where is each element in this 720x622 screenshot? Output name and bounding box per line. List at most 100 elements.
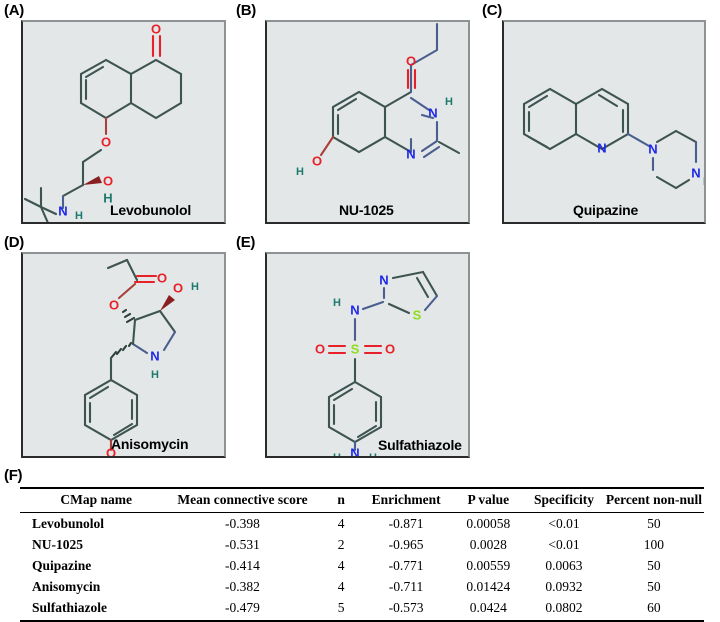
- cell-percent-non-null: 50: [647, 515, 661, 531]
- cell-p-value: 0.00058: [466, 515, 511, 531]
- table-row: NU-1025 -0.531 2 -0.965 0.0028 <0.01 100: [20, 534, 704, 555]
- atom-label-o-hydroxyl: O: [312, 153, 322, 168]
- cell-specificity: 0.0063: [545, 557, 583, 573]
- quipazine-structure: N N N H: [522, 87, 706, 190]
- atom-label-h-sulfonamide: H: [333, 297, 341, 309]
- cell-mean-connective-score: -0.398: [225, 515, 260, 531]
- atom-label-n-thiazole: N: [379, 272, 388, 287]
- cell-specificity: 0.0802: [524, 597, 604, 622]
- panel-label-c: (C): [482, 2, 502, 19]
- atom-label-h-hydroxyl: H: [296, 166, 304, 178]
- atom-label-s-thiazole: S: [413, 307, 422, 322]
- atom-label-h-hydroxyl: H: [103, 190, 112, 205]
- atom-label-n-quinoline: N: [597, 140, 606, 155]
- atom-label-h-pyrrolidine: H: [151, 369, 159, 381]
- panel-label-a: (A): [4, 2, 24, 19]
- cell-mean-connective-score: -0.414: [225, 557, 260, 573]
- structure-panel-quipazine: N N N H: [502, 20, 706, 224]
- cell-enrichment: -0.871: [388, 515, 424, 531]
- cell-n: 5: [322, 597, 360, 622]
- table-header-row: CMap name Mean connective score n Enrich…: [20, 487, 704, 513]
- cell-specificity: <0.01: [548, 515, 580, 531]
- cell-cmap-name: Levobunolol: [32, 515, 105, 531]
- atom-label-n-piperazine-1: N: [648, 141, 657, 156]
- column-header-mean-connective-score: Mean connective score: [162, 487, 323, 513]
- cell-mean-connective-score: -0.479: [162, 597, 323, 622]
- atom-label-n-piperazine-4: N: [691, 165, 700, 180]
- column-header-percent-non-null: Percent non-null: [603, 487, 704, 513]
- cell-percent-non-null: 50: [647, 578, 661, 594]
- cell-enrichment: -0.573: [359, 597, 453, 622]
- nu1025-structure: O N H N O H: [296, 22, 461, 178]
- cell-n: 4: [337, 515, 345, 531]
- atom-label-o-carbonyl: O: [406, 53, 416, 68]
- atom-label-o-sulfonyl-left: O: [315, 341, 325, 356]
- table-body: Levobunolol -0.398 4 -0.871 0.00058 <0.0…: [20, 513, 704, 622]
- cell-specificity: 0.0932: [545, 578, 583, 594]
- cell-n: 4: [337, 557, 345, 573]
- cell-mean-connective-score: -0.382: [225, 578, 260, 594]
- column-header-p-value: P value: [452, 487, 525, 513]
- compound-name-nu1025: NU-1025: [339, 202, 394, 218]
- structure-panel-sulfathiazole: N S N H S O O N H H: [265, 252, 470, 458]
- structure-panel-anisomycin: O O N H O H: [21, 252, 226, 458]
- atom-label-h-hydroxyl: H: [191, 281, 199, 293]
- atom-label-n-pyrrolidine: N: [150, 348, 159, 363]
- atom-label-o-sulfonyl-right: O: [385, 341, 395, 356]
- atom-label-n-amine: N: [350, 445, 359, 458]
- cell-n: 4: [337, 578, 345, 594]
- atom-label-h-amine-right: H: [369, 452, 377, 458]
- panel-label-b: (B): [236, 2, 256, 19]
- cell-p-value: 0.01424: [466, 578, 511, 594]
- atom-label-n-sulfonamide: N: [350, 302, 359, 317]
- atom-label-o-ester: O: [109, 297, 119, 312]
- cell-cmap-name: Anisomycin: [32, 578, 101, 594]
- anisomycin-structure: O O N H O H: [83, 258, 199, 458]
- structure-panel-nu1025: O N H N O H: [265, 20, 470, 224]
- cell-specificity: <0.01: [548, 536, 580, 552]
- atom-label-n3: N: [428, 105, 437, 120]
- column-header-n: n: [322, 487, 360, 513]
- cell-percent-non-null: 100: [643, 536, 665, 552]
- atom-label-o-hydroxyl: O: [173, 280, 183, 295]
- cell-p-value: 0.0424: [452, 597, 525, 622]
- results-table-container: CMap name Mean connective score n Enrich…: [20, 487, 704, 622]
- atom-label-o-methoxy: O: [106, 445, 116, 458]
- cell-cmap-name: NU-1025: [32, 536, 83, 552]
- atom-label-h-amine-left: H: [333, 452, 341, 458]
- atom-label-h-amine: H: [75, 210, 83, 222]
- atom-label-o-hydroxyl: O: [103, 173, 113, 188]
- atom-label-s-sulfonyl: S: [351, 341, 360, 356]
- cell-percent-non-null: 60: [603, 597, 704, 622]
- cell-enrichment: -0.771: [388, 557, 424, 573]
- atom-label-h-piperazine: H: [703, 176, 706, 188]
- atom-label-o-acetate-carbonyl: O: [157, 270, 167, 285]
- column-header-enrichment: Enrichment: [359, 487, 453, 513]
- cell-p-value: 0.0028: [469, 536, 507, 552]
- table-row: Anisomycin -0.382 4 -0.711 0.01424 0.093…: [20, 576, 704, 597]
- structure-panel-levobunolol: O O O H N H: [21, 20, 226, 224]
- cell-mean-connective-score: -0.531: [225, 536, 260, 552]
- cell-p-value: 0.00559: [466, 557, 511, 573]
- compound-name-sulfathiazole: Sulfathiazole: [378, 437, 462, 453]
- levobunolol-structure: O O O H N H: [23, 22, 183, 222]
- atom-label-o-ketone: O: [151, 22, 161, 36]
- table-row: Quipazine -0.414 4 -0.771 0.00559 0.0063…: [20, 555, 704, 576]
- atom-label-n1: N: [406, 146, 415, 161]
- cmap-results-table: CMap name Mean connective score n Enrich…: [20, 487, 704, 622]
- compound-name-levobunolol: Levobunolol: [110, 202, 192, 218]
- column-header-cmap-name: CMap name: [20, 487, 163, 513]
- cell-enrichment: -0.711: [388, 578, 424, 594]
- table-row: Sulfathiazole -0.479 5 -0.573 0.0424 0.0…: [20, 597, 704, 622]
- cell-percent-non-null: 50: [647, 557, 661, 573]
- cell-n: 2: [337, 536, 345, 552]
- panel-label-e: (E): [236, 234, 256, 251]
- cell-cmap-name: Sulfathiazole: [20, 597, 163, 622]
- table-row: Levobunolol -0.398 4 -0.871 0.00058 <0.0…: [20, 513, 704, 535]
- compound-name-quipazine: Quipazine: [573, 202, 639, 218]
- atom-label-n-amine: N: [58, 203, 67, 218]
- panel-label-d: (D): [4, 234, 24, 251]
- atom-label-h-n3: H: [445, 96, 453, 108]
- sulfathiazole-structure: N S N H S O O N H H: [315, 270, 439, 458]
- cell-cmap-name: Quipazine: [32, 557, 92, 573]
